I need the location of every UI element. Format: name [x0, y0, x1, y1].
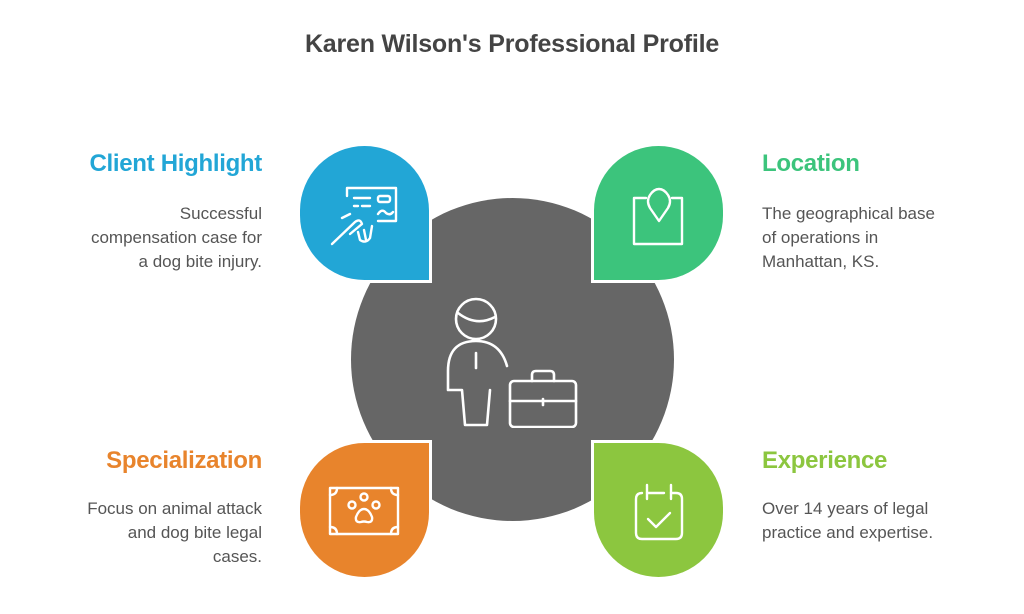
- description-line: Over 14 years of legal: [762, 499, 929, 518]
- description-line: The geographical base: [762, 204, 935, 223]
- specialization-description: Focus on animal attack and dog bite lega…: [30, 497, 262, 569]
- description-line: practice and expertise.: [762, 523, 934, 542]
- description-line: Manhattan, KS.: [762, 252, 880, 271]
- description-line: Successful: [179, 204, 262, 223]
- location-description: The geographical base of operations in M…: [762, 202, 1002, 274]
- experience-heading: Experience: [762, 447, 888, 474]
- description-line: compensation case for: [90, 228, 262, 247]
- diagram-title: Karen Wilson's Professional Profile: [304, 30, 720, 58]
- specialization-heading: Specialization: [106, 447, 262, 474]
- description-line: and dog bite legal: [127, 523, 262, 542]
- description-line: Focus on animal attack: [87, 499, 262, 518]
- description-line: cases.: [212, 547, 262, 566]
- map-pin-icon: [632, 187, 684, 246]
- paw-print-icon: [328, 486, 400, 536]
- description-line: of operations in: [762, 228, 879, 247]
- experience-description: Over 14 years of legal practice and expe…: [762, 497, 1002, 545]
- location-heading: Location: [762, 150, 860, 177]
- signed-check-icon: [330, 186, 398, 246]
- specialization-badge: [300, 443, 429, 577]
- client-highlight-description: Successful compensation case for a dog b…: [30, 202, 262, 274]
- description-line: a dog bite injury.: [138, 252, 262, 271]
- location-badge: [594, 146, 723, 280]
- experience-badge: [594, 443, 723, 577]
- client-highlight-badge: [300, 146, 429, 280]
- client-highlight-heading: Client Highlight: [89, 150, 262, 177]
- calendar-check-icon: [634, 483, 684, 541]
- professional-with-briefcase-icon: [446, 297, 578, 428]
